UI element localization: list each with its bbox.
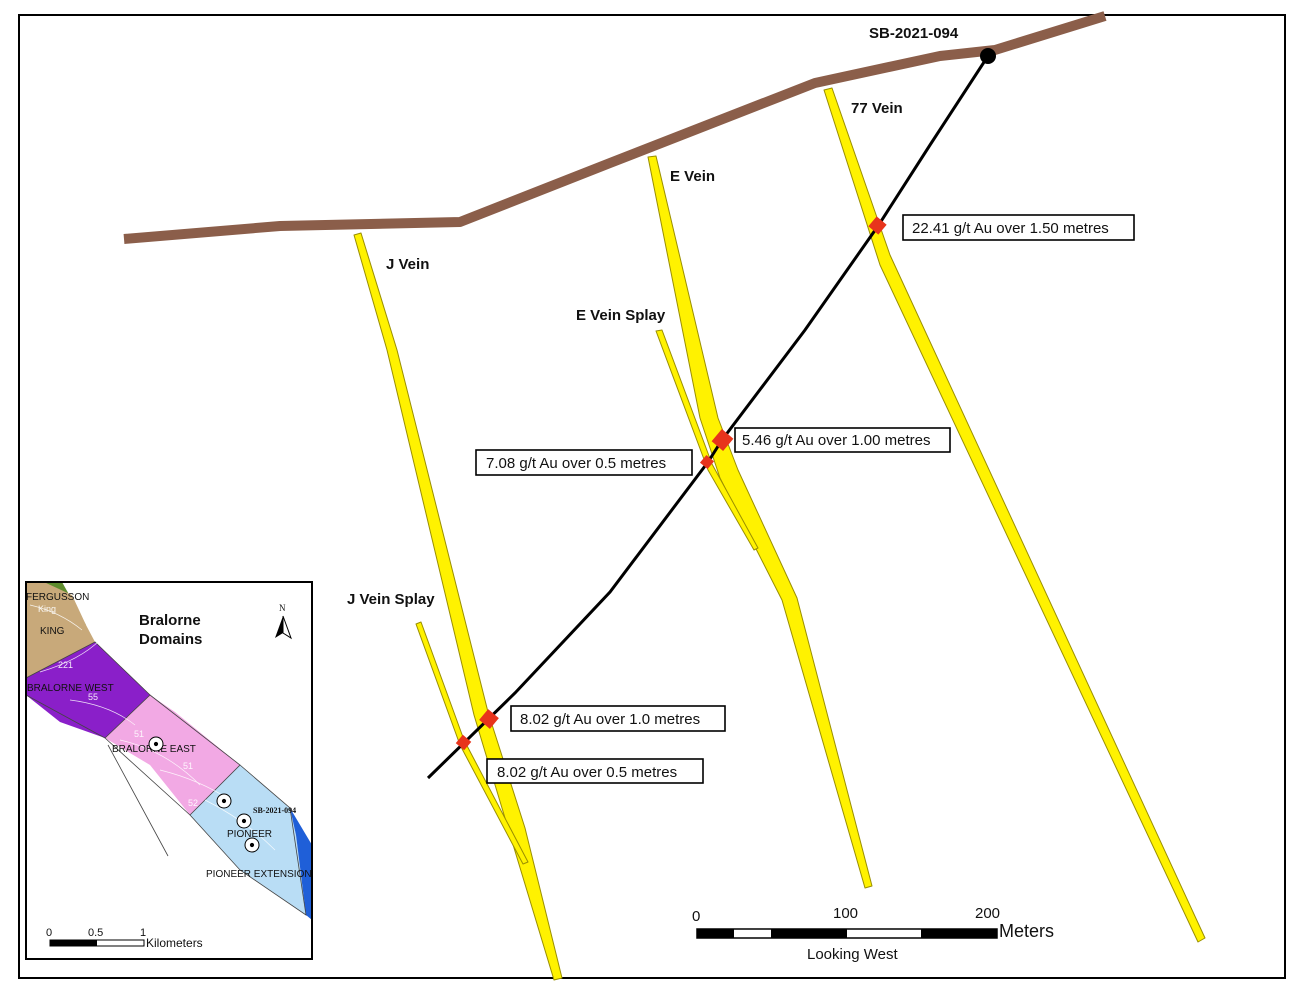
domain-pioneer-extension-area bbox=[290, 808, 312, 920]
inset-scale-tick-half: 0.5 bbox=[88, 927, 103, 939]
assay-text-j-splay: 8.02 g/t Au over 0.5 metres bbox=[497, 764, 677, 781]
scale-tick-100: 100 bbox=[833, 905, 858, 922]
drillhole-collar bbox=[980, 48, 996, 64]
assay-callout-j: 8.02 g/t Au over 1.0 metres bbox=[510, 705, 726, 732]
assay-text-e: 5.46 g/t Au over 1.00 metres bbox=[742, 432, 930, 449]
vein-e-label: E Vein bbox=[670, 168, 715, 185]
north-arrow-icon: N bbox=[275, 603, 292, 640]
inset-scale-unit: Kilometers bbox=[146, 936, 203, 950]
vein-j bbox=[353, 232, 563, 981]
scale-unit: Meters bbox=[999, 921, 1054, 941]
inset-shaft-symbols bbox=[148, 736, 260, 853]
vein-77-label: 77 Vein bbox=[851, 100, 903, 117]
vein-e-splay bbox=[655, 329, 759, 551]
svg-text:51: 51 bbox=[183, 761, 193, 771]
svg-text:52: 52 bbox=[188, 798, 198, 808]
intercept-marker-j bbox=[479, 709, 499, 729]
intercept-marker-e-splay bbox=[699, 454, 715, 470]
vein-j-splay-label: J Vein Splay bbox=[347, 591, 435, 608]
scale-tick-0: 0 bbox=[692, 908, 700, 925]
svg-text:221: 221 bbox=[58, 660, 73, 670]
veins bbox=[353, 87, 1206, 981]
domain-fergusson-label: FERGUSSON bbox=[26, 592, 89, 603]
domain-king-label: KING bbox=[40, 626, 65, 637]
intercept-marker-e bbox=[711, 429, 734, 451]
domain-pioneer-extension-label: PIONEER EXTENSION bbox=[206, 869, 312, 880]
assay-callout-j-splay: 8.02 g/t Au over 0.5 metres bbox=[486, 758, 704, 784]
vein-77 bbox=[823, 87, 1206, 943]
assay-callout-77: 22.41 g/t Au over 1.50 metres bbox=[902, 214, 1135, 241]
north-label: N bbox=[279, 603, 286, 613]
assay-text-77: 22.41 g/t Au over 1.50 metres bbox=[912, 220, 1109, 237]
domain-bralorne-east-area bbox=[105, 695, 240, 815]
domain-pioneer-label: PIONEER bbox=[227, 829, 272, 840]
inset-scale-tick-0: 0 bbox=[46, 927, 52, 939]
vein-e bbox=[647, 155, 873, 889]
intercept-marker-j-splay bbox=[455, 734, 472, 751]
assay-callout-e-splay: 7.08 g/t Au over 0.5 metres bbox=[475, 449, 693, 476]
intercept-markers bbox=[455, 216, 887, 751]
svg-text:51: 51 bbox=[134, 729, 144, 739]
domain-bralorne-west-label: BRALORNE WEST bbox=[27, 683, 114, 694]
inset-map: King 221 55 51 51 52 FERGUSSON KING BRAL… bbox=[25, 581, 313, 960]
vein-j-label: J Vein bbox=[386, 256, 429, 273]
intercept-marker-77 bbox=[868, 216, 887, 235]
domain-king-area bbox=[26, 582, 95, 678]
vein-e-splay-label: E Vein Splay bbox=[576, 307, 666, 324]
inset-title-line1: Bralorne bbox=[139, 612, 201, 629]
inset-title-line2: Domains bbox=[139, 631, 202, 648]
svg-text:55: 55 bbox=[88, 692, 98, 702]
assay-callout-e: 5.46 g/t Au over 1.00 metres bbox=[734, 427, 951, 453]
assay-text-j: 8.02 g/t Au over 1.0 metres bbox=[520, 711, 700, 728]
scale-bar: 0 100 200 Meters Looking West bbox=[692, 905, 1054, 963]
view-direction: Looking West bbox=[807, 946, 898, 963]
inset-scale-bar: 0 0.5 1 Kilometers bbox=[46, 927, 203, 950]
svg-text:King: King bbox=[38, 604, 56, 614]
assay-text-e-splay: 7.08 g/t Au over 0.5 metres bbox=[486, 455, 666, 472]
scale-tick-200: 200 bbox=[975, 905, 1000, 922]
drillhole-label: SB-2021-094 bbox=[869, 25, 959, 42]
inset-drillhole-label: SB-2021-094 bbox=[253, 806, 296, 815]
inset-scale-tick-1: 1 bbox=[140, 927, 146, 939]
